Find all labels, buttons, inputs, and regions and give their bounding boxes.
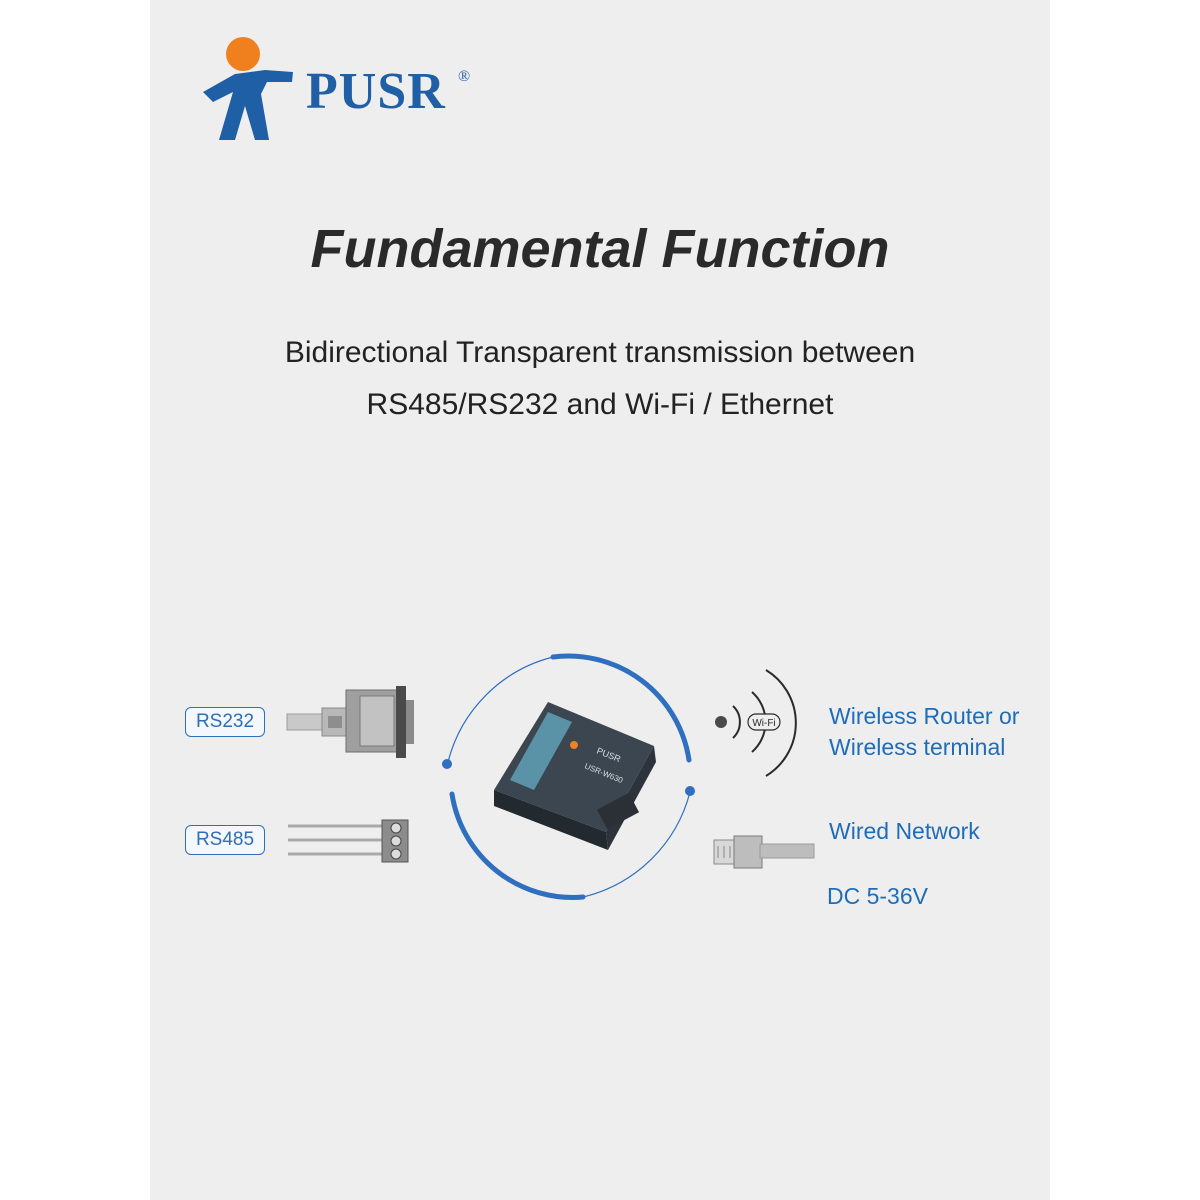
brand-name: PUSR (306, 63, 446, 120)
wired-network-label: Wired Network (829, 818, 980, 844)
subtitle-line-2: RS485/RS232 and Wi-Fi / Ethernet (366, 388, 834, 421)
background-panel (150, 0, 1050, 1200)
connection-ring (442, 653, 695, 900)
device-image: PUSR USR-W630 (494, 702, 656, 850)
rs485-terminal-icon (288, 819, 409, 863)
wifi-tag: Wi-Fi (752, 718, 775, 729)
wifi-signal-icon: Wi-Fi (715, 669, 797, 777)
wireless-label: Wireless Router or Wireless terminal (829, 701, 1019, 763)
pusr-logo (203, 37, 293, 140)
subtitle-line-1: Bidirectional Transparent transmission b… (284, 336, 916, 369)
rs232-connector-icon (286, 686, 414, 758)
power-label: DC 5-36V (827, 883, 928, 909)
page-title: Fundamental Function (310, 219, 890, 279)
registered-mark: ® (458, 68, 471, 85)
subtitle: Bidirectional Transparent transmission b… (150, 327, 1050, 431)
rs232-badge: RS232 (185, 707, 265, 737)
wireless-label-line-1: Wireless Router or (829, 703, 1020, 729)
ethernet-plug-icon (713, 835, 815, 869)
wireless-label-line-2: Wireless terminal (829, 734, 1006, 760)
rs485-badge: RS485 (185, 825, 265, 855)
